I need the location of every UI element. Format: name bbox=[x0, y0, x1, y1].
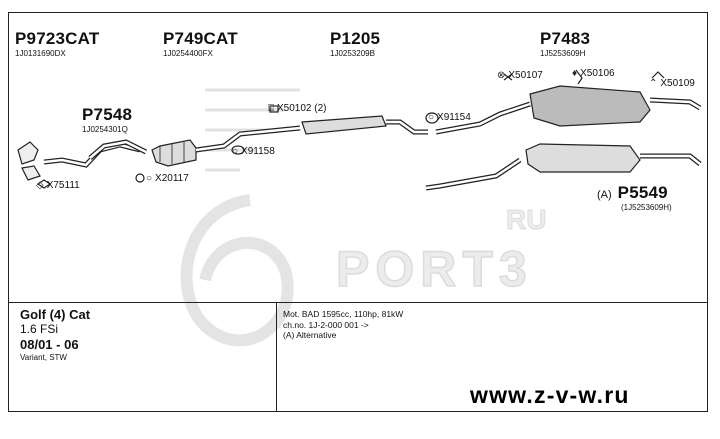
vehicle-engine: 1.6 FSi bbox=[20, 322, 59, 336]
accessory-code: X50109 bbox=[660, 78, 695, 89]
accessory-x50102[interactable]: ⌸ X50102 (2) bbox=[268, 103, 326, 115]
part-p749cat[interactable]: P749CAT 1J0254400FX bbox=[163, 30, 238, 59]
part-p7483[interactable]: P7483 1J5253609H bbox=[540, 30, 590, 59]
accessory-x91154[interactable]: ○ X91154 bbox=[428, 112, 471, 124]
clamp-x20117-drawing bbox=[135, 173, 145, 183]
part-p5549[interactable]: (A) P5549 (1J5253609H) bbox=[597, 184, 672, 213]
gasket-icon: ○ bbox=[232, 146, 239, 157]
part-number: P1205 bbox=[330, 29, 381, 48]
accessory-x75111[interactable]: ◇ X75111 bbox=[36, 180, 80, 192]
manifold-drawing bbox=[17, 141, 41, 181]
middle-silencer-drawing bbox=[301, 115, 428, 135]
part-p9723cat[interactable]: P9723CAT 1J0131690DX bbox=[15, 30, 99, 59]
vehicle-body: Variant, STW bbox=[20, 353, 67, 362]
oem-number: 1J5253609H bbox=[540, 49, 586, 58]
gasket-icon: ○ bbox=[428, 112, 435, 123]
watermark-suffix: RU bbox=[505, 204, 547, 236]
spec-engine: Mot. BAD 1595cc, 110hp, 81kW bbox=[283, 309, 404, 319]
accessory-x50106[interactable]: ♦ X50106 bbox=[572, 68, 615, 80]
oem-number: 1J0254400FX bbox=[163, 49, 213, 58]
accessory-x20117[interactable]: ○ X20117 bbox=[146, 173, 189, 185]
clamp-icon: ⌸ bbox=[268, 103, 274, 114]
alternative-silencer-drawing bbox=[425, 143, 702, 191]
gasket-x75111-drawing bbox=[36, 179, 52, 189]
hanger-icon: ♦ bbox=[572, 68, 578, 79]
gasket-x91158-drawing bbox=[231, 145, 245, 155]
clamp-icon: ○ bbox=[146, 173, 153, 184]
vehicle-years: 08/01 - 06 bbox=[20, 337, 79, 352]
part-p7548[interactable]: P7548 1J0254301Q bbox=[82, 106, 132, 135]
accessory-code: X91158 bbox=[241, 146, 275, 157]
info-column-divider bbox=[276, 302, 277, 412]
info-divider bbox=[8, 302, 708, 303]
part-number: P5549 bbox=[617, 183, 668, 202]
gasket-x91154-drawing bbox=[425, 112, 439, 124]
gasket-icon: ◇ bbox=[36, 180, 44, 191]
alternative-marker: (A) bbox=[597, 189, 612, 201]
accessory-code: X50107 bbox=[508, 70, 543, 81]
hanger-icon: ⌃ bbox=[649, 78, 658, 89]
oem-number: (1J5253609H) bbox=[621, 203, 672, 212]
part-number: P9723CAT bbox=[15, 29, 100, 48]
watermark-text: PORT3 bbox=[335, 240, 533, 298]
front-pipe-drawing bbox=[43, 139, 148, 168]
diagram-frame bbox=[8, 12, 708, 412]
accessory-code: X50106 bbox=[580, 68, 615, 79]
hanger-x50107-drawing bbox=[503, 73, 513, 81]
accessory-code: X91154 bbox=[437, 112, 471, 123]
engine-spec: Mot. BAD 1595cc, 110hp, 81kW ch.no. 1J-2… bbox=[283, 309, 403, 341]
spec-alternative-note: (A) Alternative bbox=[283, 330, 337, 340]
part-p1205[interactable]: P1205 1J0253209B bbox=[330, 30, 380, 59]
accessory-x91158[interactable]: ○ X91158 bbox=[232, 146, 275, 158]
accessory-code: X20117 bbox=[155, 173, 189, 184]
rear-silencer-drawing bbox=[435, 85, 702, 135]
spec-chassis: ch.no. 1J-2-000 001 -> bbox=[283, 319, 369, 330]
oem-number: 1J0131690DX bbox=[15, 49, 66, 58]
vehicle-model: Golf (4) Cat bbox=[20, 307, 91, 322]
hanger-x50102-drawing bbox=[269, 105, 279, 113]
oem-number: 1J0254301Q bbox=[82, 125, 128, 134]
accessory-x50109[interactable]: ⌃ X50109 bbox=[649, 78, 695, 90]
vehicle-info: Golf (4) Cat 1.6 FSi 08/01 - 06 Variant,… bbox=[20, 307, 90, 364]
catalyst-drawing bbox=[151, 139, 197, 167]
hanger-x50106-drawing bbox=[575, 69, 583, 85]
website-link[interactable]: www.z-v-w.ru bbox=[470, 382, 630, 408]
accessory-code: X50102 (2) bbox=[277, 103, 327, 114]
accessory-code: X75111 bbox=[46, 180, 80, 191]
part-number: P7483 bbox=[540, 29, 591, 48]
oem-number: 1J0253209B bbox=[330, 49, 375, 58]
accessory-x50107[interactable]: ⊗ X50107 bbox=[497, 70, 543, 82]
hanger-x50109-drawing bbox=[651, 71, 665, 79]
part-number: P7548 bbox=[82, 105, 133, 124]
part-number: P749CAT bbox=[163, 29, 238, 48]
hanger-icon: ⊗ bbox=[497, 70, 506, 81]
